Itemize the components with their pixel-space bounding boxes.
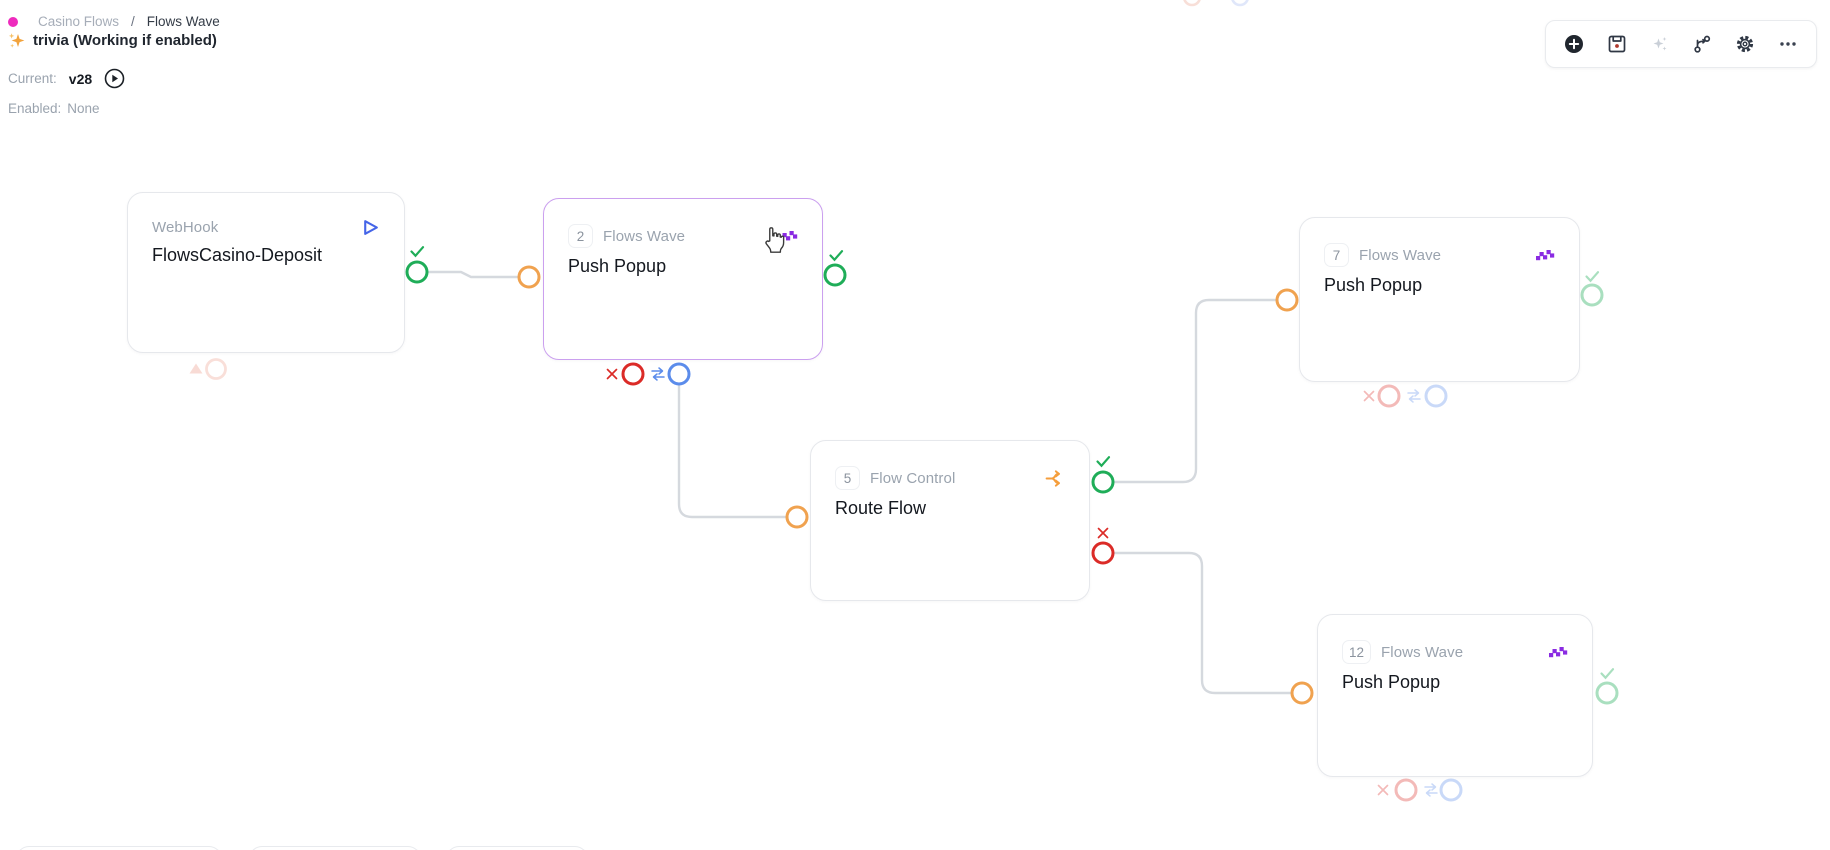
ai-sparkles-icon: [1650, 34, 1670, 54]
loop-arrows-icon: [1407, 389, 1421, 403]
run-version-button[interactable]: [104, 68, 125, 89]
x-icon: [606, 368, 618, 380]
port-12-error[interactable]: [1394, 778, 1418, 802]
current-label: Current:: [8, 71, 57, 86]
port-7-loop[interactable]: [1424, 384, 1448, 408]
loop-arrows-icon: [1424, 783, 1438, 797]
edge-5-to-7[interactable]: [1112, 298, 1278, 484]
editor-toolbar: [1545, 20, 1817, 68]
node-webhook[interactable]: WebHook FlowsCasino-Deposit: [127, 192, 405, 353]
port-2-loop[interactable]: [667, 362, 691, 386]
versions-icon: [1692, 34, 1712, 54]
more-ellipsis-icon: [1778, 34, 1798, 54]
node-name-label: Push Popup: [1324, 275, 1423, 295]
port-5-input[interactable]: [785, 505, 809, 529]
current-version-row: Current: v28: [8, 68, 125, 89]
node-name-label: FlowsCasino-Deposit: [152, 245, 323, 265]
flow-title: trivia (Working if enabled): [33, 32, 217, 49]
node-id-badge: 7: [1324, 243, 1349, 267]
save-icon: [1607, 34, 1627, 54]
add-node-button[interactable]: [1559, 29, 1589, 59]
port-offscreen-loop[interactable]: [1231, 0, 1249, 7]
current-version: v28: [68, 70, 93, 87]
port-12-success[interactable]: [1595, 681, 1619, 705]
node-name-label: Push Popup: [1342, 672, 1441, 692]
port-7-success[interactable]: [1580, 283, 1604, 307]
breadcrumb: Casino Flows / Flows Wave: [8, 14, 220, 29]
play-icon: [361, 218, 380, 237]
versions-button[interactable]: [1687, 29, 1717, 59]
offscreen-node-peek[interactable]: [16, 846, 222, 850]
node-id-badge: 5: [835, 466, 860, 490]
wave-icon: [1549, 646, 1568, 659]
port-12-input[interactable]: [1290, 681, 1314, 705]
flow-title-row: trivia (Working if enabled): [8, 32, 217, 49]
check-icon: [1096, 456, 1111, 468]
ai-assist-button[interactable]: [1645, 29, 1675, 59]
node-type-label: Flows Wave: [603, 227, 686, 245]
offscreen-node-peek[interactable]: [446, 846, 588, 850]
add-circle-icon: [1564, 34, 1584, 54]
port-5-error[interactable]: [1091, 541, 1115, 565]
port-webhook-success[interactable]: [405, 260, 429, 284]
warning-triangle-icon: [189, 363, 203, 374]
edge-5-to-12[interactable]: [1112, 551, 1293, 695]
edge-2-to-5[interactable]: [677, 383, 788, 519]
offscreen-node-peek[interactable]: [249, 846, 421, 850]
node-id-badge: 12: [1342, 640, 1372, 664]
more-button[interactable]: [1773, 29, 1803, 59]
ai-sparkle-icon: [8, 32, 25, 49]
node-7-flows-wave[interactable]: 7 Flows Wave Push Popup: [1299, 217, 1580, 382]
port-12-loop[interactable]: [1439, 778, 1463, 802]
node-type-label: Flows Wave: [1381, 643, 1464, 661]
wave-icon: [1536, 249, 1555, 262]
enabled-value: None: [67, 101, 100, 116]
enabled-row: Enabled: None: [8, 101, 100, 116]
node-type-label: WebHook: [152, 219, 219, 236]
check-icon: [1600, 668, 1615, 680]
port-webhook-error[interactable]: [205, 358, 227, 380]
node-name-label: Push Popup: [568, 256, 667, 276]
check-icon: [829, 250, 844, 262]
node-12-flows-wave[interactable]: 12 Flows Wave Push Popup: [1317, 614, 1593, 777]
port-offscreen-error[interactable]: [1183, 0, 1201, 7]
x-icon: [1097, 527, 1109, 539]
enabled-label: Enabled:: [8, 101, 62, 116]
node-type-label: Flows Wave: [1359, 246, 1442, 264]
breadcrumb-current: Flows Wave: [146, 14, 220, 29]
node-name-label: Route Flow: [835, 498, 927, 518]
port-7-error[interactable]: [1377, 384, 1401, 408]
breadcrumb-project-link[interactable]: Casino Flows: [38, 14, 120, 29]
wave-icon: [779, 230, 798, 243]
x-icon: [1377, 784, 1389, 796]
port-2-error[interactable]: [621, 362, 645, 386]
node-id-badge: 2: [568, 224, 593, 248]
check-icon: [410, 246, 425, 258]
flow-status-dot: [8, 16, 18, 27]
save-button[interactable]: [1602, 29, 1632, 59]
port-5-success[interactable]: [1091, 470, 1115, 494]
settings-button[interactable]: [1730, 29, 1760, 59]
x-icon: [1363, 390, 1375, 402]
port-2-success[interactable]: [823, 263, 847, 287]
node-5-flow-control[interactable]: 5 Flow Control Route Flow: [810, 440, 1090, 601]
edge-webhook-to-2[interactable]: [426, 270, 520, 279]
check-icon: [1585, 271, 1600, 283]
port-7-input[interactable]: [1275, 288, 1299, 312]
route-icon: [1044, 468, 1065, 489]
loop-arrows-icon: [651, 367, 665, 381]
node-type-label: Flow Control: [870, 469, 956, 487]
node-2-flows-wave[interactable]: 2 Flows Wave Push Popup: [543, 198, 823, 360]
port-2-input[interactable]: [517, 265, 541, 289]
settings-gear-icon: [1735, 34, 1755, 54]
breadcrumb-separator: /: [131, 14, 135, 29]
